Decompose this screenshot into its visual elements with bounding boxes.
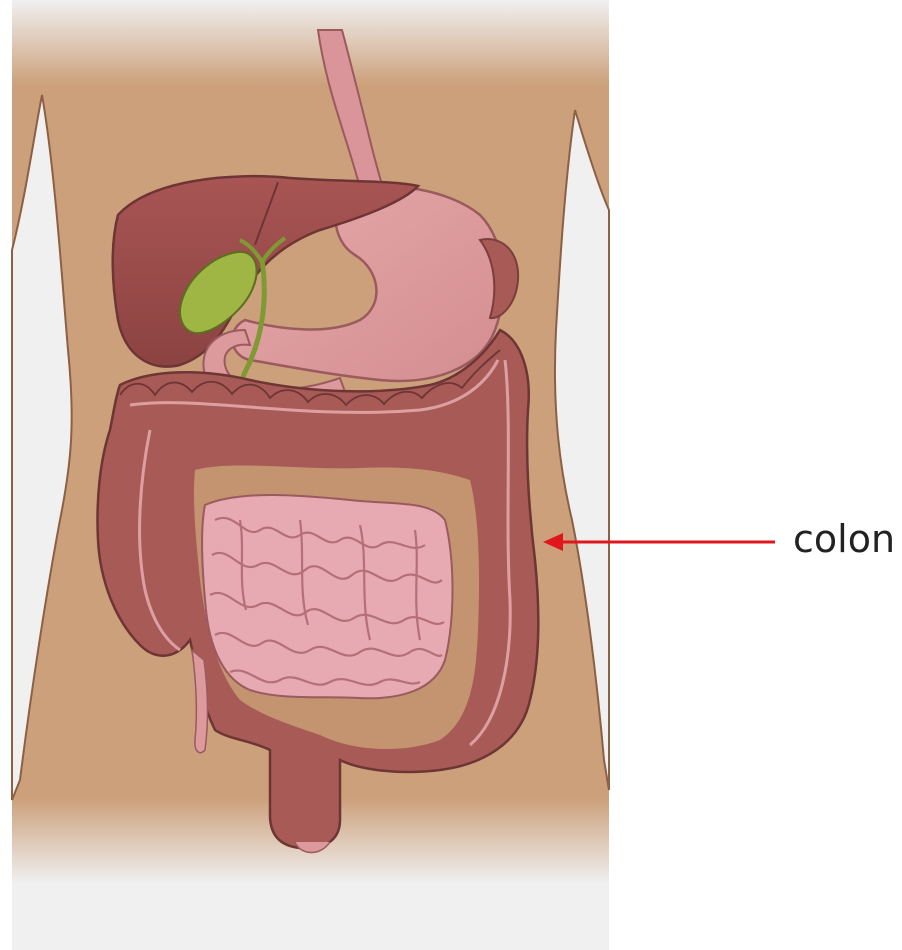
colon-label: colon [793,520,895,558]
